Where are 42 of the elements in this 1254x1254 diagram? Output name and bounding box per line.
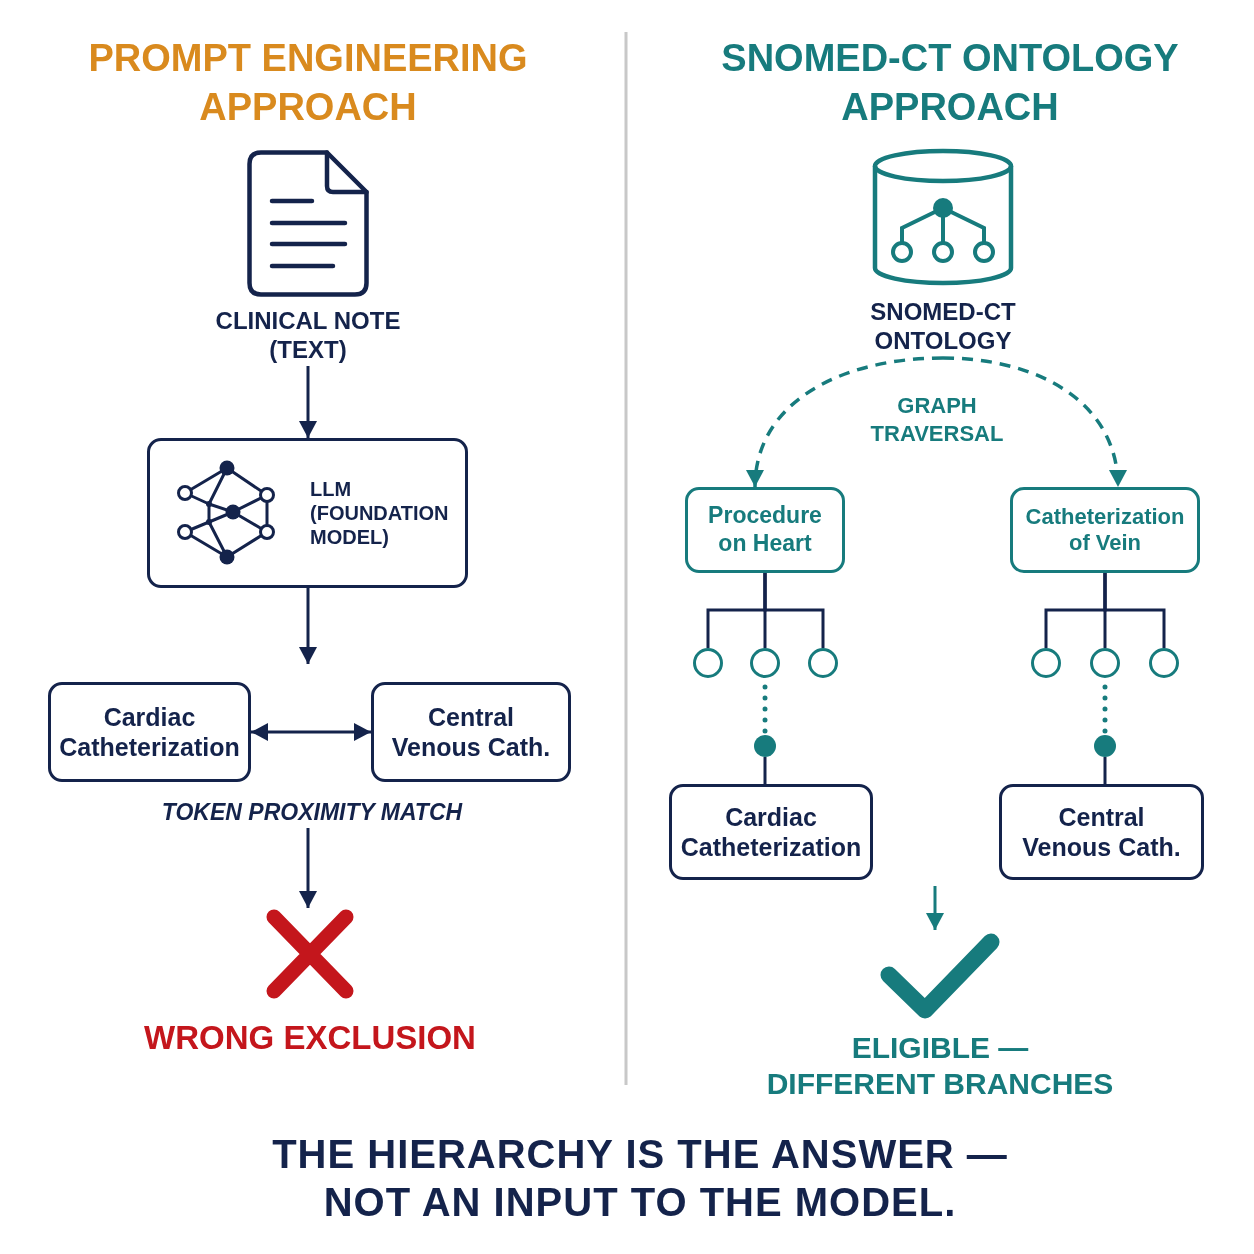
node-label: Central Venous Cath. [390, 702, 552, 762]
tree-node-circle [1031, 648, 1061, 678]
process-box [1010, 487, 1200, 573]
node-label: Procedure on Heart [707, 502, 823, 558]
node-label: Central Venous Cath. [1021, 802, 1182, 862]
node-label: SNOMED-CT ONTOLOGY [869, 298, 1017, 356]
node-label: LLM (FOUNDATION MODEL) [310, 477, 450, 549]
arrow [926, 886, 944, 930]
arrow [251, 723, 371, 741]
dashed-arrow [942, 356, 1126, 488]
tree-node-circle [1090, 648, 1120, 678]
column-heading: SNOMED-CT ONTOLOGY APPROACH [720, 36, 1180, 131]
process-box [147, 438, 468, 588]
step-label: TOKEN PROXIMITY MATCH [152, 797, 472, 828]
tree-node-dot [1094, 735, 1116, 757]
node-label: Cardiac Catheterization [58, 702, 241, 762]
node-label: Cardiac Catheterization [679, 802, 863, 862]
annotation-label: GRAPH TRAVERSAL [869, 392, 1005, 447]
arrow [299, 828, 317, 908]
tree-node-circle [1149, 648, 1179, 678]
tree-node-circle [693, 648, 723, 678]
arrow [299, 588, 317, 664]
process-box [371, 682, 571, 782]
node-label: WRONG EXCLUSION [144, 1018, 476, 1058]
tree-node-circle [750, 648, 780, 678]
process-box [685, 487, 845, 573]
caption-text: THE HIERARCHY IS THE ANSWER — NOT AN INPUT TO THE MODEL. [271, 1131, 1009, 1226]
connector-line [763, 573, 825, 648]
connector-line [1103, 757, 1107, 784]
node-label: Catheterization of Vein [1024, 503, 1186, 557]
connector-line [1103, 573, 1166, 648]
dashed-arrow [747, 356, 944, 488]
node-label: CLINICAL NOTE (TEXT) [214, 307, 402, 365]
process-box [669, 784, 873, 880]
tree-node-dot [754, 735, 776, 757]
column-heading: PROMPT ENGINEERING APPROACH [87, 36, 529, 131]
process-box [999, 784, 1204, 880]
arrow [299, 366, 317, 438]
process-box [48, 682, 251, 782]
connector-line [763, 757, 767, 784]
tree-node-circle [808, 648, 838, 678]
node-label: ELIGIBLE — DIFFERENT BRANCHES [765, 1030, 1115, 1102]
